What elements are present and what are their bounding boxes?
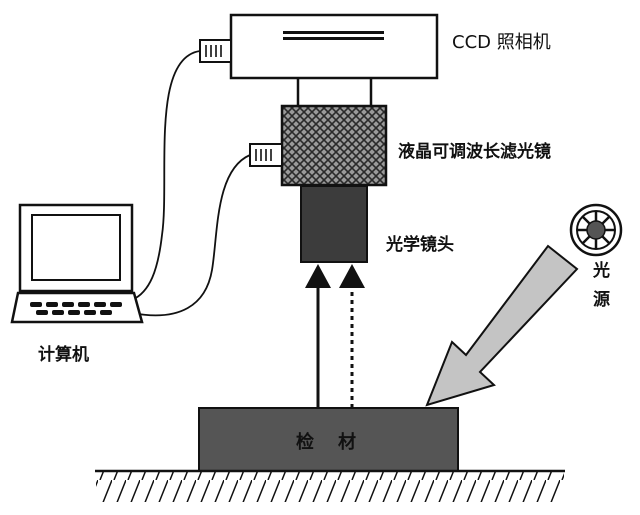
optical-lens <box>300 185 368 263</box>
computer <box>10 203 144 324</box>
computer-label: 计算机 <box>38 344 89 365</box>
sample-label: 检材 <box>296 431 380 453</box>
camera-connector-plug <box>199 39 232 63</box>
incident-light-arrow <box>425 244 579 407</box>
filter-connector-plug <box>249 143 283 167</box>
ccd-camera-label: CCD 照相机 <box>452 32 551 53</box>
optical-lens-label: 光学镜头 <box>385 234 454 255</box>
ccd-camera-body <box>229 13 439 80</box>
keyboard-keys <box>30 302 122 315</box>
sample-block <box>198 407 459 472</box>
ground-hatching <box>96 472 564 502</box>
light-source-lamp <box>569 203 623 257</box>
monitor-screen <box>31 214 121 281</box>
reflected-light-solid-arrowhead <box>305 264 331 288</box>
light-source-label-char1: 光 <box>592 260 610 281</box>
reflected-light-dotted-arrowhead <box>339 264 365 288</box>
lcd-tunable-filter <box>249 104 388 187</box>
lcd-filter-label: 液晶可调波长滤光镜 <box>398 141 551 162</box>
camera-cable <box>131 50 201 301</box>
ccd-camera <box>199 13 439 80</box>
ccd-camera-slot-line <box>283 31 384 34</box>
lcd-filter-body <box>280 104 388 187</box>
light-source-label-char2: 源 <box>593 289 610 310</box>
ccd-camera-slot-line <box>283 37 384 40</box>
filter-cable <box>131 154 251 317</box>
keyboard <box>10 291 144 324</box>
camera-filter-adapter <box>296 78 373 106</box>
